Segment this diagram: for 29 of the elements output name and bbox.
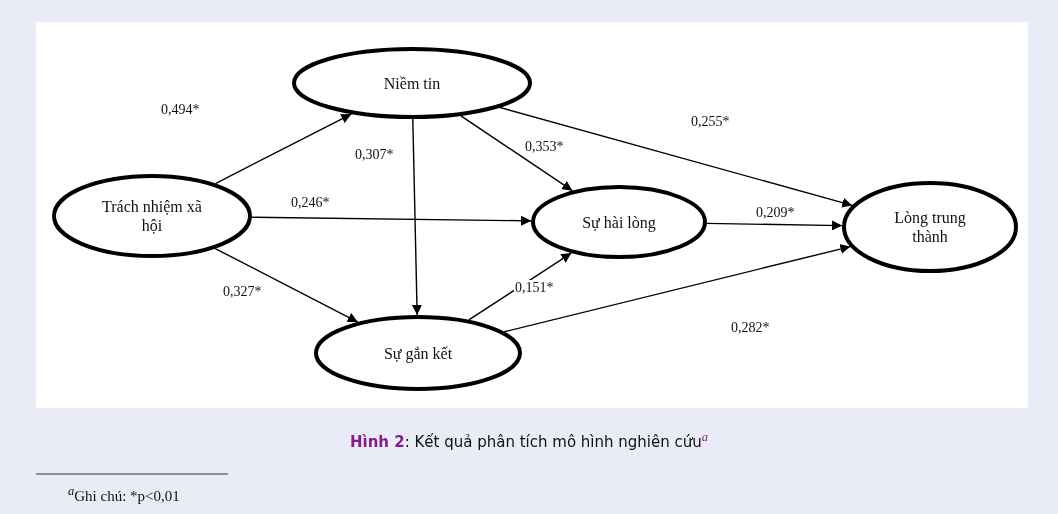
path-coefficient: 0,209* xyxy=(755,205,796,221)
path-coefficient: 0,307* xyxy=(354,147,395,163)
node-label: Niềm tin xyxy=(382,73,442,93)
path-coefficient: 0,246* xyxy=(290,195,331,211)
construct-ellipse xyxy=(292,47,532,119)
figure-caption: Hình 2: Kết quả phân tích mô hình nghiên cứu$^{a}$ xyxy=(348,430,709,451)
path-coefficient: 0,327* xyxy=(222,284,263,300)
arrow xyxy=(214,247,359,323)
node-label: Lòng trung thành xyxy=(893,208,967,246)
path-coefficient: 0,353* xyxy=(524,139,565,155)
node-label: Sự hài lòng xyxy=(581,212,657,232)
arrow xyxy=(706,220,843,231)
arrow xyxy=(460,115,573,192)
construct-ellipse xyxy=(52,174,252,258)
arrow xyxy=(214,113,352,185)
arrow xyxy=(411,118,422,316)
arrow xyxy=(503,244,852,333)
path-coefficient: 0,151* xyxy=(514,280,555,296)
node-label: Sự gắn kết xyxy=(382,343,454,363)
construct-ellipse xyxy=(531,185,707,259)
construct-ellipse xyxy=(842,181,1018,273)
path-coefficient: 0,255* xyxy=(690,114,731,130)
footnote: $^{a}$Ghi chú: *p<0,01 xyxy=(68,484,180,505)
path-coefficient: 0,282* xyxy=(730,320,771,336)
arrow xyxy=(251,215,532,226)
node-label: Trách nhiệm xã hội xyxy=(101,197,203,235)
arrow xyxy=(499,106,853,208)
construct-ellipse xyxy=(314,315,522,391)
path-coefficient: 0,494* xyxy=(160,102,201,118)
